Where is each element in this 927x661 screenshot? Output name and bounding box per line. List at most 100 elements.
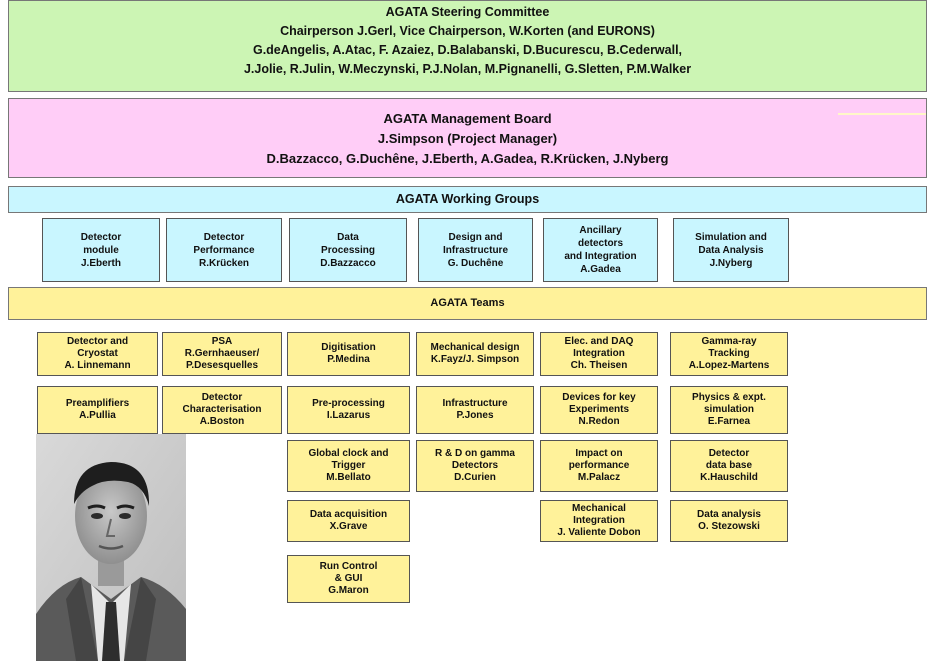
box-line: Detector and	[66, 336, 129, 347]
box-line: A.Gadea	[580, 264, 621, 275]
box-line: Data acquisition	[309, 509, 388, 520]
box-line: Cryostat	[77, 348, 118, 359]
box-line: Ancillary	[579, 225, 622, 236]
box-line: Global clock and	[308, 448, 389, 459]
box-line: Data Analysis	[698, 244, 764, 256]
box-line: M.Bellato	[326, 472, 371, 483]
box-line: Data analysis	[697, 509, 761, 520]
box-line: Processing	[321, 244, 375, 256]
box-line: Devices for key	[562, 392, 636, 403]
box-line: J. Valiente Dobon	[557, 527, 641, 538]
box-line: Integration	[573, 515, 625, 526]
box-line: Mechanical design	[430, 342, 520, 353]
box-line: R.Gernhaeuser/	[184, 348, 260, 359]
box-line: detectors	[577, 238, 623, 249]
working-groups-header: AGATA Working Groups	[8, 186, 927, 213]
box-line: Pre-processing	[312, 398, 385, 409]
management-title: AGATA Management Board	[383, 111, 552, 126]
box-line: X.Grave	[329, 521, 368, 532]
box-line: Characterisation	[182, 404, 262, 415]
box-line: Infrastructure	[442, 244, 508, 256]
box-line: A. Linnemann	[64, 360, 131, 371]
box-line: G. Duchêne	[447, 257, 504, 269]
box-line: simulation	[703, 404, 754, 415]
box-line: P.Medina	[327, 354, 370, 365]
box-line: K.Fayz/J. Simpson	[430, 354, 520, 365]
box-line: Design and	[448, 231, 503, 243]
box-line: Integration	[573, 348, 625, 359]
box-line: and Integration	[564, 251, 637, 262]
box-line: Ch. Theisen	[570, 360, 628, 371]
box-line: performance	[568, 460, 630, 471]
box-line: Detector	[80, 231, 122, 243]
box-line: D.Curien	[454, 472, 496, 483]
box-line: & GUI	[334, 573, 363, 584]
box-line: J.Eberth	[80, 257, 121, 269]
box-line: K.Hauschild	[700, 472, 758, 483]
box-line: A.Pullia	[79, 410, 116, 421]
box-line: Detector	[708, 448, 750, 459]
box-line: Data	[337, 231, 359, 243]
box-line: data base	[705, 460, 753, 471]
box-line: Mechanical	[572, 503, 626, 514]
box-line: A.Lopez-Martens	[688, 360, 770, 371]
box-line: O. Stezowski	[698, 521, 760, 532]
box-line: Simulation and	[695, 231, 767, 243]
box-line: R.Krücken	[198, 257, 249, 269]
management-project-manager: J.Simpson (Project Manager)	[377, 131, 558, 146]
box-line: M.Palacz	[577, 472, 621, 483]
box-line: N.Redon	[578, 416, 620, 427]
box-line: P.Desesquelles	[185, 360, 259, 371]
box-line: Tracking	[708, 348, 750, 359]
box-line: Experiments	[568, 404, 630, 415]
box-line: Run Control	[319, 561, 378, 572]
steering-members-2: J.Jolie, R.Julin, W.Meczynski, P.J.Nolan…	[243, 62, 692, 76]
working-groups-title: AGATA Working Groups	[395, 192, 540, 206]
box-line: Physics & expt.	[692, 392, 766, 403]
box-line: P.Jones	[456, 410, 494, 421]
steering-members-1: G.deAngelis, A.Atac, F. Azaiez, D.Balaba…	[252, 43, 683, 57]
box-line: A.Boston	[199, 416, 245, 427]
box-line: Elec. and DAQ	[564, 336, 634, 347]
box-line: Detectors	[451, 460, 499, 471]
box-line: J.Nyberg	[709, 257, 753, 269]
box-line: PSA	[211, 336, 233, 347]
steering-chair: Chairperson J.Gerl, Vice Chairperson, W.…	[280, 24, 655, 38]
teams-header: AGATA Teams	[8, 287, 927, 320]
teams-title: AGATA Teams	[430, 297, 505, 309]
box-line: I.Lazarus	[326, 410, 371, 421]
box-line: G.Maron	[328, 585, 369, 596]
box-line: module	[83, 244, 119, 256]
management-members: D.Bazzacco, G.Duchêne, J.Eberth, A.Gadea…	[266, 151, 669, 166]
box-line: Infrastructure	[442, 398, 508, 409]
decorative-stripe	[838, 113, 926, 115]
box-line: Digitisation	[321, 342, 376, 353]
steering-committee-panel: AGATA Steering Committee Chairperson J.G…	[8, 0, 927, 92]
steering-title: AGATA Steering Committee	[385, 5, 550, 19]
box-line: R & D on gamma	[434, 448, 515, 459]
